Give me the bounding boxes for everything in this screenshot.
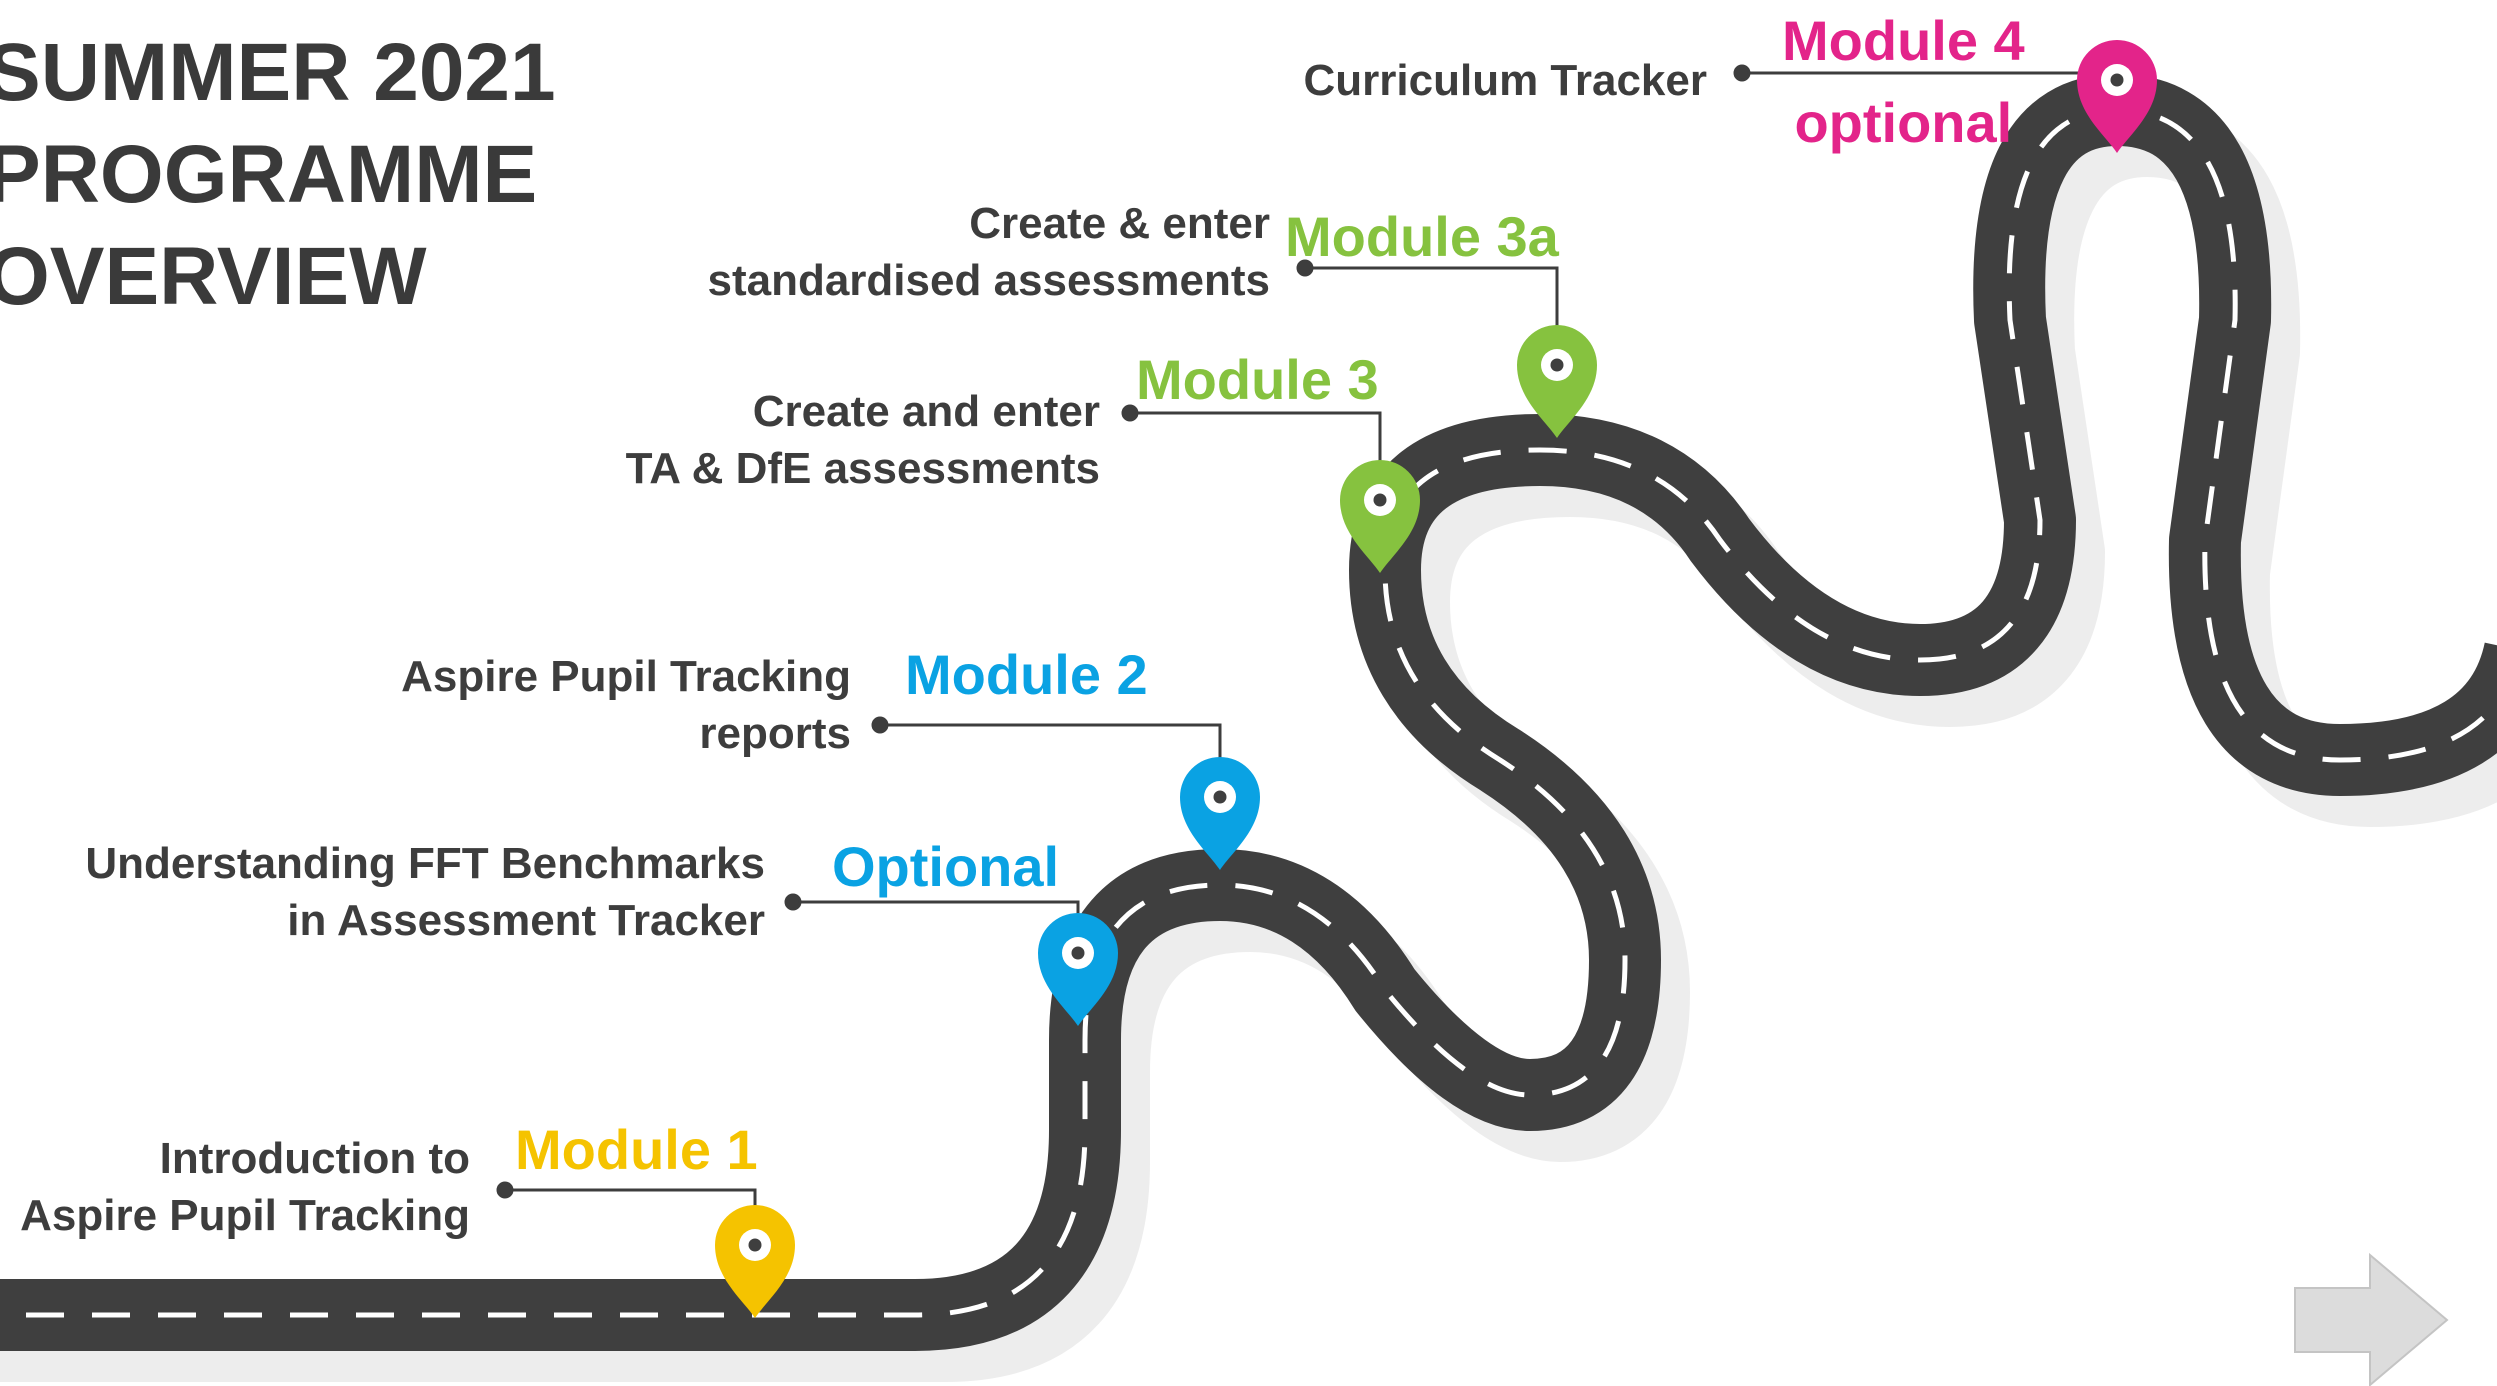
module-3-pin-body (1340, 460, 1420, 573)
module-3a-pin-dot (1550, 358, 1564, 372)
next-arrow-icon[interactable] (2294, 1252, 2449, 1386)
module-3a-label: Module 3a (1285, 205, 1559, 269)
module-3-desc-line-1: Create and enter (752, 387, 1100, 436)
module-1-desc-line-2: Aspire Pupil Tracking (20, 1191, 470, 1240)
title-line-2: PROGRAMME (0, 129, 538, 220)
optional-pin-body (1038, 913, 1118, 1026)
map-pin-icon (1340, 460, 1420, 573)
module-2-label: Module 2 (905, 643, 1148, 707)
module-3a-desc-line-2: standardised assessments (707, 256, 1270, 305)
leader-line-optional (793, 900, 1080, 925)
module-3a-pin-body (1517, 325, 1597, 438)
optional-description: Understanding FFT Benchmarks in Assessme… (85, 835, 765, 949)
leader-dot-module-4 (1733, 64, 1751, 82)
leader-lines (496, 64, 2092, 1225)
title-line-1: SUMMER 2021 (0, 27, 556, 118)
module-4-label: Module 4 optional (1782, 0, 2025, 164)
leader-dot-optional (784, 893, 802, 911)
leader-dot-module-1 (496, 1181, 514, 1199)
module-3-label: Module 3 (1136, 348, 1379, 412)
module-3-description: Create and enter TA & DfE assessments (626, 383, 1100, 497)
module-4-label-text: Module 4 (1782, 9, 2025, 72)
map-pin-icon (1517, 325, 1597, 438)
module-2-label-text: Module 2 (905, 643, 1148, 706)
leader-dot-module-3a (1296, 259, 1314, 277)
module-2-desc-line-2: reports (699, 709, 851, 758)
module-3-label-text: Module 3 (1136, 348, 1379, 411)
module-3-pin-dot (1373, 493, 1387, 507)
module-2-desc-line-1: Aspire Pupil Tracking (401, 652, 851, 701)
map-pin-icon (2077, 40, 2157, 153)
leader-dot-module-2 (871, 716, 889, 734)
module-1-pin-dot (748, 1238, 762, 1252)
title-line-3: OVERVIEW (0, 231, 427, 322)
leader-line-module-2 (880, 723, 1222, 770)
leader-line-module-1 (505, 1188, 757, 1225)
module-3a-label-text: Module 3a (1285, 205, 1559, 268)
leader-line-module-3 (1130, 411, 1382, 478)
module-4-description: Curriculum Tracker (1304, 52, 1708, 109)
module-4-pin-dot (2110, 73, 2124, 87)
optional-pin-dot (1071, 946, 1085, 960)
module-3a-description: Create & enter standardised assessments (707, 195, 1270, 309)
module-2-pin-dot (1213, 790, 1227, 804)
module-1-label-text: Module 1 (515, 1118, 758, 1181)
map-pin-icon (1038, 913, 1118, 1026)
module-2-description: Aspire Pupil Tracking reports (401, 648, 851, 762)
module-3a-desc-line-1: Create & enter (969, 199, 1270, 248)
page-title: SUMMER 2021 PROGRAMME OVERVIEW (0, 22, 556, 328)
module-1-description: Introduction to Aspire Pupil Tracking (20, 1130, 470, 1244)
module-1-desc-line-1: Introduction to (159, 1134, 470, 1183)
leader-line-module-3a (1305, 266, 1559, 330)
module-2-pin-body (1180, 757, 1260, 870)
map-pin-icon (1180, 757, 1260, 870)
optional-desc-line-1: Understanding FFT Benchmarks (85, 839, 765, 888)
optional-label: Optional (832, 835, 1059, 899)
module-1-label: Module 1 (515, 1118, 758, 1182)
optional-label-text: Optional (832, 835, 1060, 898)
module-1-pin-body (715, 1205, 795, 1318)
module-4-pin-body (2077, 40, 2157, 153)
map-pin-icon (715, 1205, 795, 1318)
leader-dot-module-3 (1121, 404, 1139, 422)
pins (715, 40, 2157, 1318)
optional-desc-line-2: in Assessment Tracker (287, 896, 765, 945)
module-4-label-line-2: optional (1794, 91, 2013, 154)
module-4-desc-line-1: Curriculum Tracker (1303, 56, 1708, 105)
module-3-desc-line-2: TA & DfE assessments (625, 444, 1100, 493)
